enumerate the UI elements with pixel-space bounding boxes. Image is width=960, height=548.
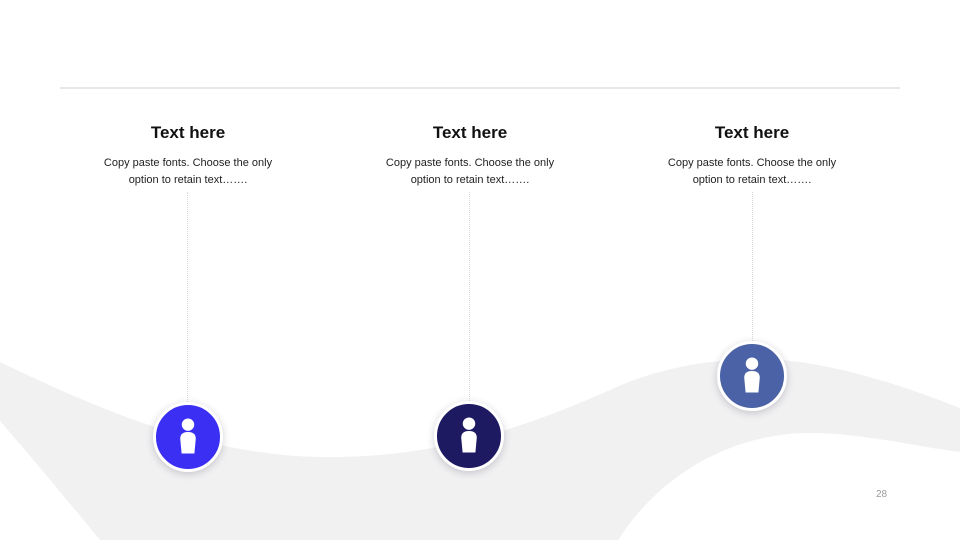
person-icon — [180, 418, 196, 454]
connector-line-3 — [752, 192, 753, 341]
step-marker-1 — [153, 402, 223, 472]
step-title: Text here — [150, 123, 226, 142]
person-icon — [461, 417, 477, 453]
step-title: Text here — [432, 123, 508, 142]
person-icon — [744, 357, 760, 393]
step-title: Text here — [714, 123, 790, 142]
step-column-3: Text here Copy paste fonts. Choose the o… — [642, 122, 862, 189]
step-marker-2 — [434, 401, 504, 471]
step-column-1: Text here Copy paste fonts. Choose the o… — [78, 122, 298, 189]
page-number: 28 — [876, 489, 888, 500]
connector-line-2 — [469, 192, 470, 401]
step-marker-3 — [717, 341, 787, 411]
top-divider — [60, 87, 900, 89]
connector-line-1 — [187, 192, 188, 402]
step-body: Copy paste fonts. Choose the only option… — [385, 157, 555, 186]
step-body: Copy paste fonts. Choose the only option… — [667, 157, 837, 186]
step-column-2: Text here Copy paste fonts. Choose the o… — [360, 122, 580, 189]
step-body: Copy paste fonts. Choose the only option… — [103, 157, 273, 186]
